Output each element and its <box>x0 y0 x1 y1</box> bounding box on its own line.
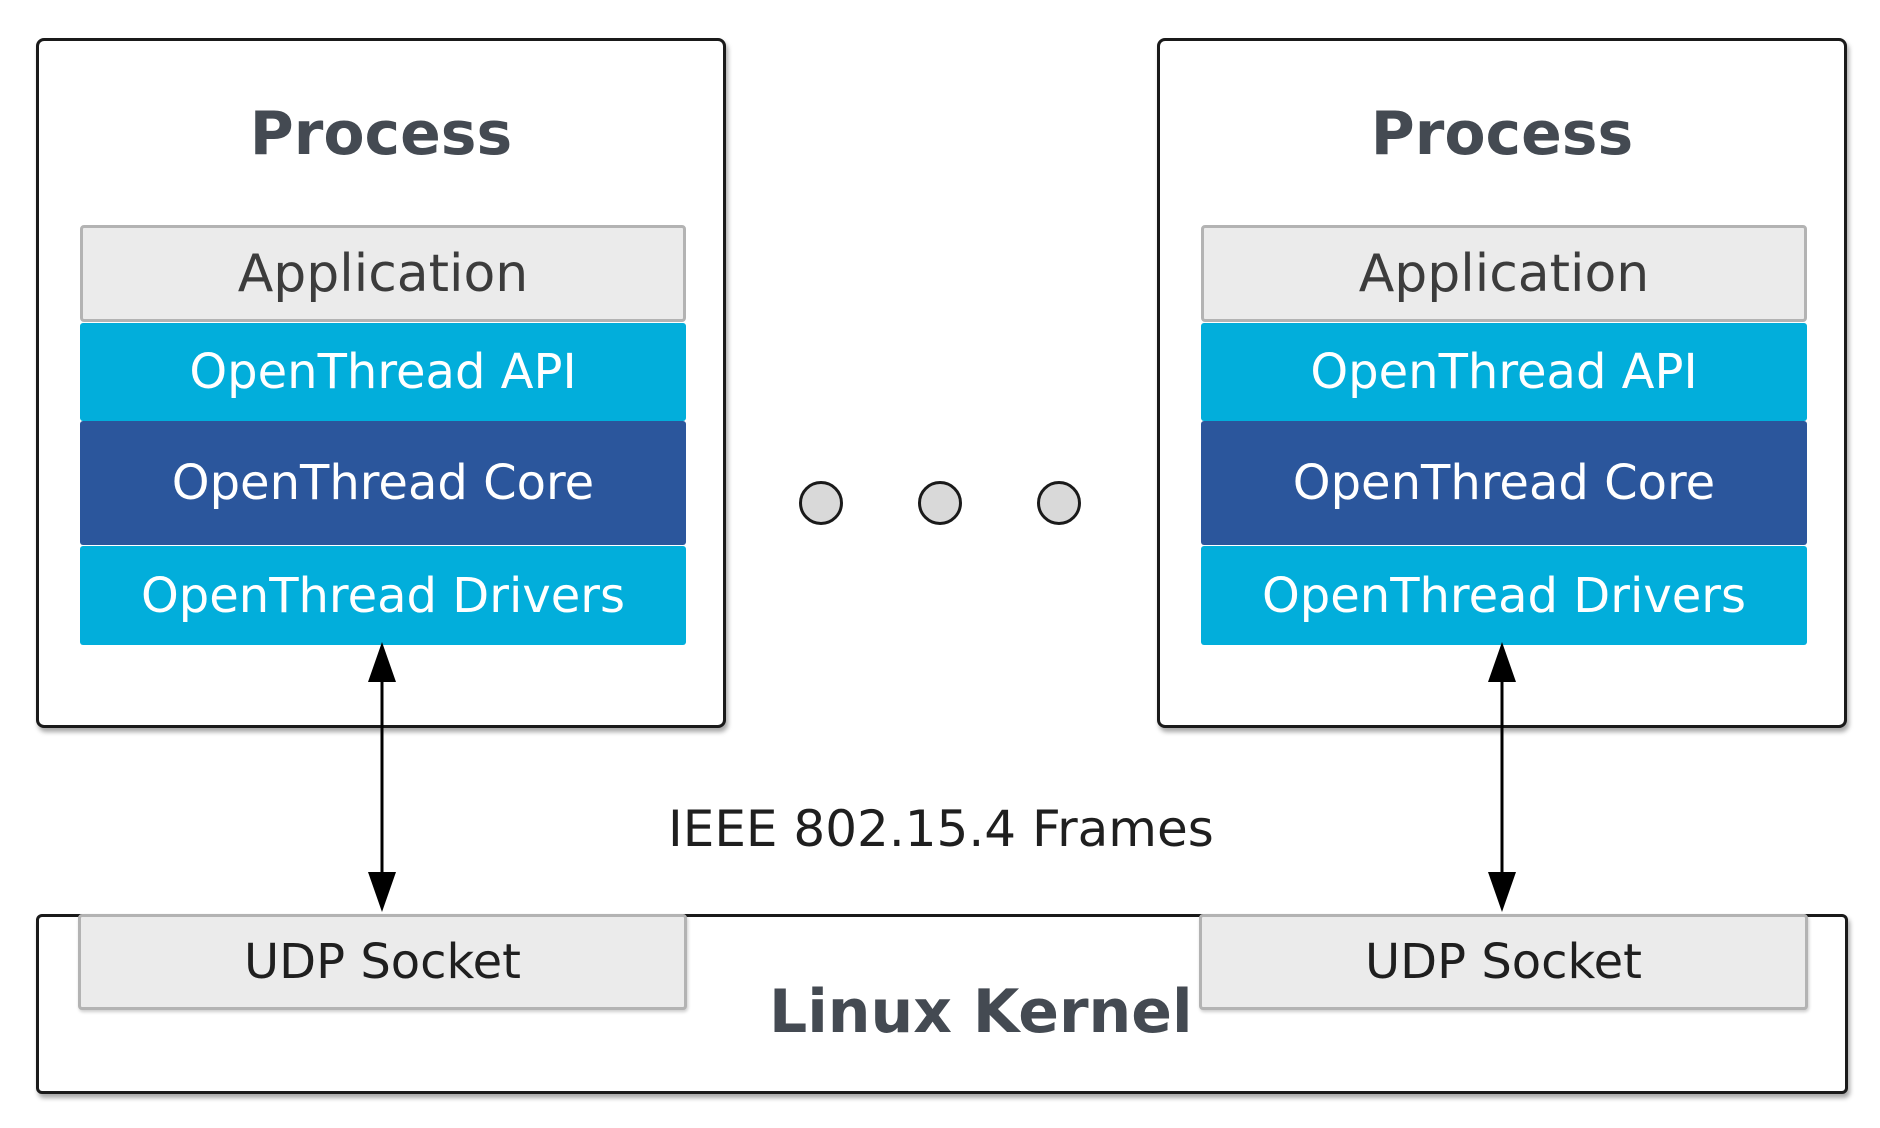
process-title: Process <box>1370 99 1634 169</box>
application-layer: Application <box>1201 225 1807 322</box>
linux-kernel-label: Linux Kernel <box>769 977 1193 1047</box>
openthread-core-layer: OpenThread Core <box>1201 421 1807 545</box>
openthread-api-layer: OpenThread API <box>1201 323 1807 421</box>
ellipsis-dot <box>799 481 843 525</box>
process-box-left: Process Application OpenThread API OpenT… <box>36 38 726 728</box>
openthread-core-layer: OpenThread Core <box>80 421 686 545</box>
openthread-api-layer: OpenThread API <box>80 323 686 421</box>
udp-socket-left: UDP Socket <box>78 914 687 1010</box>
frames-label: IEEE 802.15.4 Frames <box>668 800 1214 858</box>
openthread-drivers-layer: OpenThread Drivers <box>80 546 686 645</box>
process-box-right: Process Application OpenThread API OpenT… <box>1157 38 1847 728</box>
arrow-right <box>1488 642 1516 912</box>
udp-socket-right: UDP Socket <box>1199 914 1808 1010</box>
application-layer: Application <box>80 225 686 322</box>
arrow-left <box>368 642 396 912</box>
process-title: Process <box>249 99 513 169</box>
ellipsis-dot <box>918 481 962 525</box>
openthread-drivers-layer: OpenThread Drivers <box>1201 546 1807 645</box>
ellipsis-dot <box>1037 481 1081 525</box>
